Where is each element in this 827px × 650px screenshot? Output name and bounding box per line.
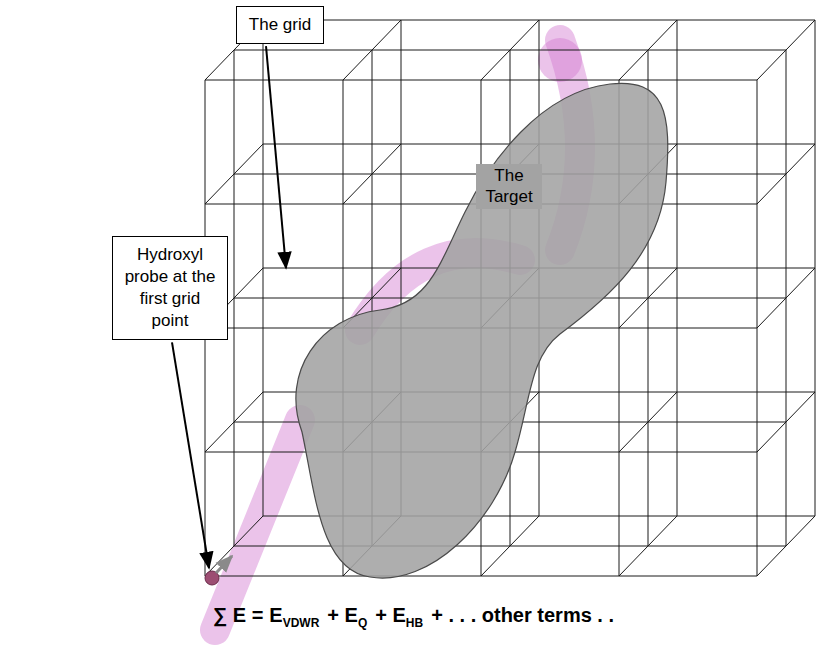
callout-text: The grid (243, 14, 317, 36)
leader-arrow (172, 342, 209, 568)
watermark-dot (538, 38, 582, 82)
subscript: Q (358, 616, 367, 630)
probe-direction (216, 556, 232, 573)
grid-line (619, 268, 677, 328)
equation-term: + E (327, 604, 358, 626)
callout-box: Hydroxyl probe at the first grid point (112, 236, 228, 340)
grid-line (757, 268, 815, 328)
grid-line (619, 392, 677, 452)
grid-line (619, 20, 677, 80)
leader-arrow (266, 46, 286, 268)
energy-equation: ∑ E =EVDWR+ EQ+ EHB+ . . . other terms .… (0, 604, 827, 630)
grid-line (343, 144, 401, 204)
callout-box: The grid (236, 6, 324, 44)
target-blob (296, 83, 668, 578)
callout-text: Hydroxyl probe at the first grid point (119, 244, 221, 332)
grid-line (481, 516, 539, 576)
target-shape: The Target (280, 72, 680, 592)
grid-line (757, 144, 815, 204)
subscript: HB (406, 616, 423, 630)
grid-line (757, 392, 815, 452)
subscript: VDWR (283, 616, 320, 630)
grid-line (205, 392, 263, 452)
equation-term: E (269, 604, 282, 626)
grid-line (205, 516, 263, 576)
grid-line (481, 20, 539, 80)
grid-line (757, 20, 815, 80)
target-label: The Target (476, 164, 542, 209)
hydroxyl-probe (205, 571, 219, 585)
grid-line (343, 20, 401, 80)
grid-line (619, 516, 677, 576)
grid-line (757, 516, 815, 576)
target-outline (280, 72, 680, 592)
grid-line (205, 144, 263, 204)
equation-term: ∑ E = (213, 604, 263, 626)
equation-term: + E (375, 604, 406, 626)
equation-term: + . . . other terms . . (431, 604, 614, 626)
